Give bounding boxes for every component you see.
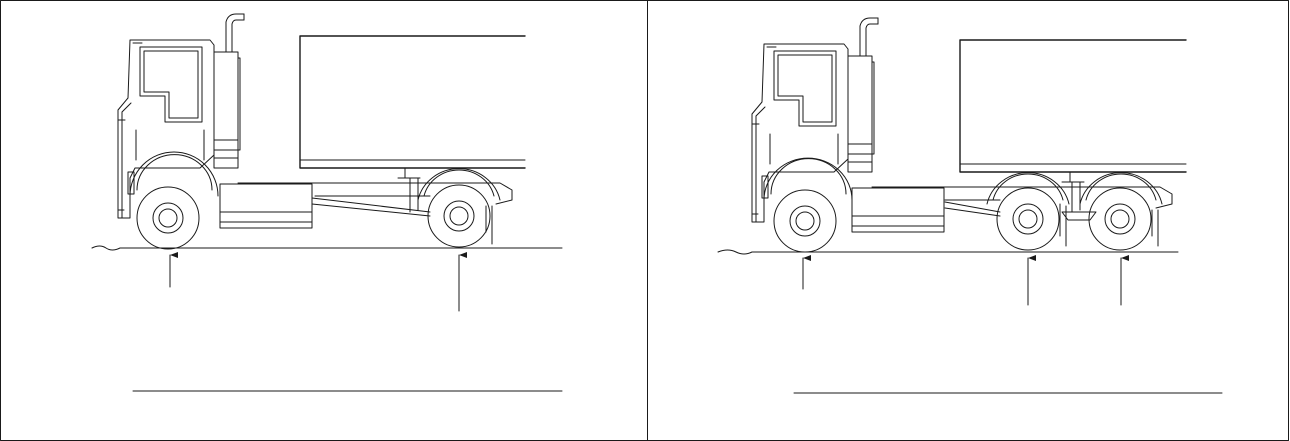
panel-three-axle xyxy=(717,17,1223,394)
front-wheel xyxy=(129,151,219,250)
ground-line xyxy=(717,249,1179,255)
exhaust-stack xyxy=(213,13,245,169)
exhaust-stack xyxy=(847,17,879,173)
last-rear-wheel xyxy=(1079,172,1163,251)
rear-wheel xyxy=(417,168,501,248)
container-box xyxy=(959,39,1187,183)
middle-rear-wheel xyxy=(986,172,1070,251)
panel-two-axle xyxy=(91,13,563,392)
truck-cab xyxy=(117,39,215,219)
chassis-frame xyxy=(219,177,513,245)
chassis-frame xyxy=(851,181,1173,247)
ground-line xyxy=(91,245,563,251)
truck-cab xyxy=(751,43,849,223)
container-box xyxy=(299,35,526,179)
